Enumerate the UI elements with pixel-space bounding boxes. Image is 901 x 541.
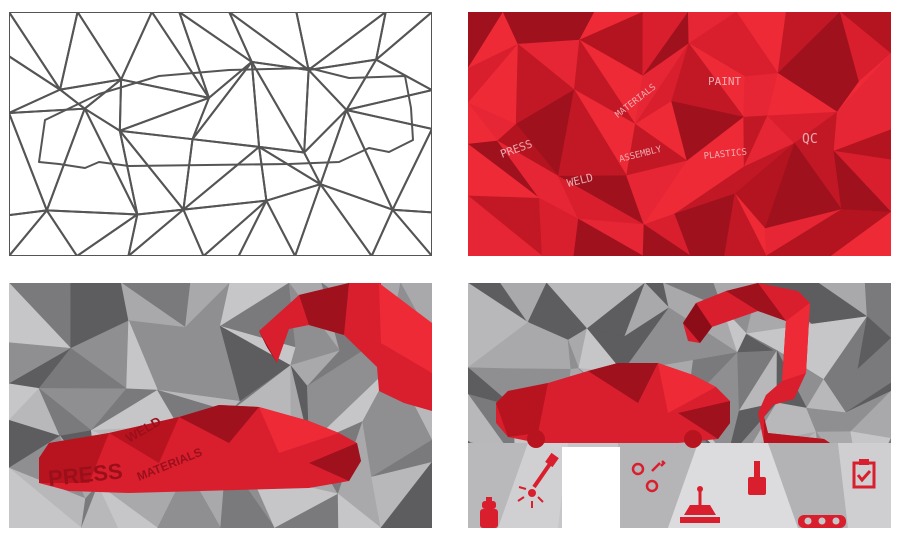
robot-arm-shape: [683, 283, 830, 443]
checklist-clipboard-icon: [852, 459, 876, 489]
mesh-line: [370, 208, 432, 256]
gears-icon: [631, 460, 666, 493]
car-shape: [496, 363, 730, 448]
weld-torch-icon: [517, 452, 559, 508]
label-plastics: PLASTICS: [703, 148, 747, 162]
mesh-triangle: [830, 211, 891, 256]
mesh-triangle: [642, 224, 692, 256]
fire-extinguisher-icon: [480, 497, 498, 528]
conveyor-icon: [798, 515, 846, 528]
mesh-line: [237, 199, 297, 256]
mesh-triangle: [380, 461, 432, 528]
factory-panel: [468, 283, 891, 528]
mesh-triangle: [157, 468, 221, 528]
label-qc: QC: [802, 132, 818, 147]
paint-brush-icon: [748, 461, 766, 495]
mesh-triangle: [674, 212, 725, 256]
car-shape: [39, 405, 361, 493]
mesh-line: [294, 183, 373, 256]
label-paint: PAINT: [708, 75, 741, 88]
robot-arm-icon: [680, 486, 720, 523]
gray-mesh: PRESS MATERIALS WELD: [9, 283, 432, 528]
outline-mesh: [9, 12, 432, 256]
mesh-triangle: [724, 192, 767, 256]
mesh-triangle: [573, 218, 644, 256]
mesh-triangle: [539, 198, 575, 256]
outline-panel: [9, 12, 432, 256]
mesh-triangle: [337, 493, 382, 528]
red-mesh: PRESS WELD MATERIALS ASSEMBLY PAINT PLAS…: [468, 12, 891, 256]
mesh-triangle: [9, 467, 82, 528]
mesh-triangle: [97, 484, 159, 528]
robot-arm-shape: [259, 283, 432, 411]
red-car-panel: PRESS WELD MATERIALS ASSEMBLY PAINT PLAS…: [468, 12, 891, 256]
gray-car-panel: PRESS MATERIALS WELD: [9, 283, 432, 528]
factory-scene: [468, 283, 891, 528]
mesh-triangle: [468, 195, 543, 256]
label-weld: WELD: [566, 171, 595, 190]
car-outline: [38, 67, 414, 169]
